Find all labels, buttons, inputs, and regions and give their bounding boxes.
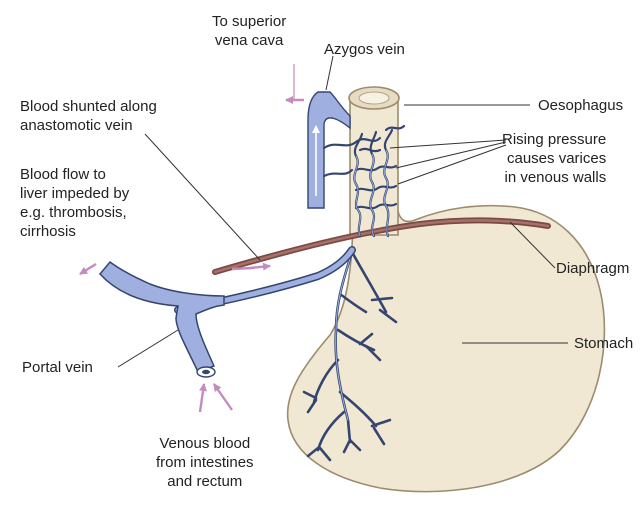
rising-pressure-label: Rising pressure causes varices in venous…	[502, 130, 606, 187]
blood-flow-liver-label: Blood flow to liver impeded by e.g. thro…	[20, 165, 129, 241]
azygos-vein-label: Azygos vein	[324, 40, 405, 59]
portal-vein-label: Portal vein	[22, 358, 93, 377]
portal-vein	[100, 262, 224, 372]
blood-shunted-label: Blood shunted along anastomotic vein	[20, 97, 157, 135]
oesophagus-label: Oesophagus	[538, 96, 623, 115]
arrow-from-intestines-2	[214, 384, 232, 410]
venous-blood-label: Venous blood from intestines and rectum	[156, 434, 254, 491]
arrow-shunt	[250, 266, 270, 268]
arrow-to-liver	[80, 264, 96, 274]
diaphragm-label: Diaphragm	[556, 259, 629, 278]
to-superior-vena-cava-label: To superior vena cava	[212, 12, 286, 50]
azygos-vein	[308, 92, 350, 208]
arrow-from-intestines-1	[200, 384, 204, 412]
stomach-label: Stomach	[574, 334, 633, 353]
